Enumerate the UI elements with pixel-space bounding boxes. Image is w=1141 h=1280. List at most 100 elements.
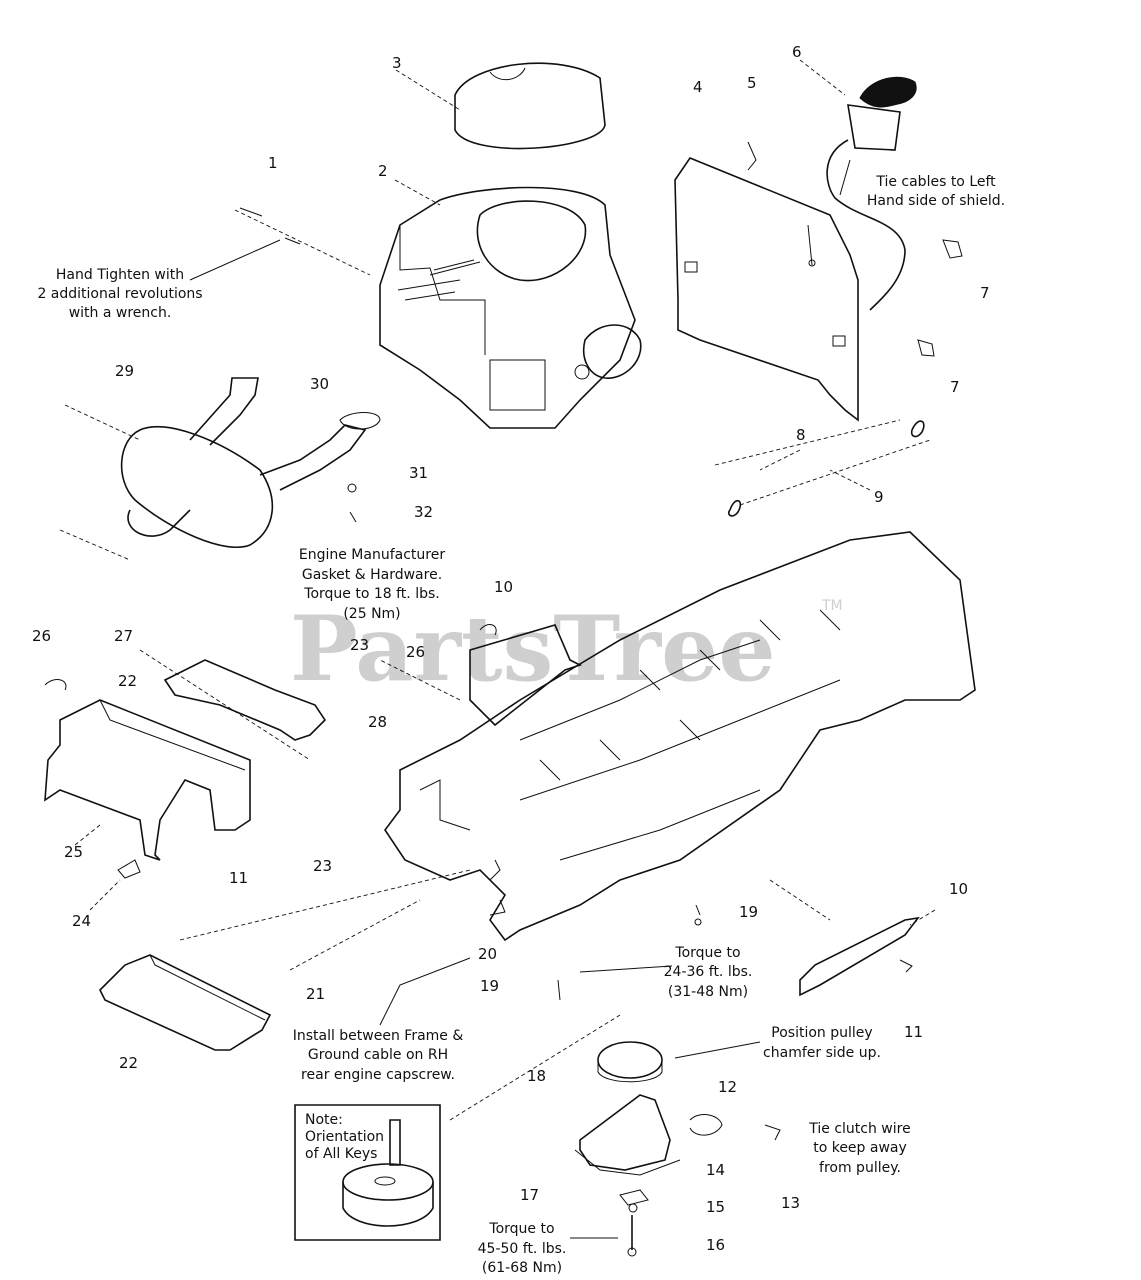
part-clutch <box>574 1094 781 1176</box>
note-install-between-line1: Install between Frame & <box>293 1028 464 1044</box>
callout-7b: 7 <box>950 378 960 396</box>
note-torque-24-36: Torque to 24-36 ft. lbs. (31-48 Nm) <box>664 945 753 1000</box>
note-orientation-keys-line3: of All Keys <box>305 1146 377 1162</box>
note-leaders <box>74 59 936 1239</box>
callout-3: 3 <box>392 54 402 72</box>
watermark-tm: TM <box>821 598 843 614</box>
note-tie-cables: Tie cables to Left Hand side of shield. <box>867 174 1005 209</box>
watermark: PartsTree TM <box>290 596 843 702</box>
note-position-pulley: Position pulley chamfer side up. <box>763 1025 881 1061</box>
note-engine-gasket-line1: Engine Manufacturer <box>299 547 445 563</box>
callout-22a: 22 <box>118 672 137 690</box>
note-torque-24-36-line1: Torque to <box>674 945 740 961</box>
note-torque-45-50-line3: (61-68 Nm) <box>482 1260 562 1276</box>
callout-6: 6 <box>792 43 802 61</box>
note-tie-clutch-line3: from pulley. <box>819 1160 901 1176</box>
callout-23b: 23 <box>313 857 332 875</box>
callout-29: 29 <box>115 362 134 380</box>
callout-26b: 26 <box>406 643 425 661</box>
part-shield <box>674 141 859 422</box>
callout-10b: 10 <box>949 880 968 898</box>
part-screws-7 <box>917 239 963 357</box>
callout-16: 16 <box>706 1236 725 1254</box>
callout-4: 4 <box>693 78 703 96</box>
note-position-pulley-line1: Position pulley <box>771 1025 872 1041</box>
part-throttle-control <box>826 76 917 311</box>
note-orientation-keys-line2: Orientation <box>305 1129 384 1145</box>
note-install-between: Install between Frame & Ground cable on … <box>293 1028 464 1083</box>
callout-13: 13 <box>781 1194 800 1212</box>
callout-12: 12 <box>718 1078 737 1096</box>
note-torque-24-36-line3: (31-48 Nm) <box>668 984 748 1000</box>
callout-24: 24 <box>72 912 91 930</box>
note-tie-clutch-line1: Tie clutch wire <box>808 1121 910 1137</box>
callout-10a: 10 <box>494 578 513 596</box>
callout-7a: 7 <box>980 284 990 302</box>
note-install-between-line2: Ground cable on RH <box>308 1047 448 1063</box>
callout-30: 30 <box>310 375 329 393</box>
callout-25: 25 <box>64 843 83 861</box>
part-engine <box>379 186 642 429</box>
note-tie-cables-line1: Tie cables to Left <box>875 174 996 190</box>
callout-19a: 19 <box>739 903 758 921</box>
part-plate-22 <box>99 954 272 1051</box>
watermark-text: PartsTree <box>290 596 776 702</box>
callout-17: 17 <box>520 1186 539 1204</box>
callout-18: 18 <box>527 1067 546 1085</box>
part-bracket-10-upper <box>469 624 583 727</box>
callout-22b: 22 <box>119 1054 138 1072</box>
callout-11a: 11 <box>229 869 248 887</box>
callout-20: 20 <box>478 945 497 963</box>
part-clip-24 <box>117 859 141 879</box>
callouts: 1 2 3 4 5 6 7 7 8 9 10 10 11 11 12 13 14… <box>32 43 990 1254</box>
note-orientation-keys-line1: Note: <box>305 1112 343 1128</box>
part-washer-bolt <box>619 1189 649 1257</box>
callout-23a: 23 <box>350 636 369 654</box>
callout-19b: 19 <box>480 977 499 995</box>
note-torque-24-36-line2: 24-36 ft. lbs. <box>664 964 753 980</box>
part-bracket-10-lower <box>799 916 920 997</box>
part-air-filter-cover <box>454 62 606 150</box>
callout-14: 14 <box>706 1161 725 1179</box>
callout-9: 9 <box>874 488 884 506</box>
part-pulley <box>597 1041 663 1083</box>
note-orientation-keys: Note: Orientation of All Keys <box>305 1112 384 1162</box>
note-torque-45-50: Torque to 45-50 ft. lbs. (61-68 Nm) <box>478 1221 567 1276</box>
note-engine-gasket-line4: (25 Nm) <box>343 606 400 622</box>
part-cable-ties <box>714 419 931 517</box>
note-hand-tighten-line1: Hand Tighten with <box>56 267 184 283</box>
note-engine-gasket: Engine Manufacturer Gasket & Hardware. T… <box>299 547 445 622</box>
part-gaskets <box>339 412 381 523</box>
callout-27: 27 <box>114 627 133 645</box>
lower-dashed-leaders <box>179 659 831 1121</box>
note-torque-45-50-line2: 45-50 ft. lbs. <box>478 1241 567 1257</box>
callout-11b: 11 <box>904 1023 923 1041</box>
note-engine-gasket-line3: Torque to 18 ft. lbs. <box>303 586 439 602</box>
part-bolt-1 <box>234 207 371 276</box>
callout-5: 5 <box>747 74 757 92</box>
callout-21: 21 <box>306 985 325 1003</box>
note-hand-tighten-line3: with a wrench. <box>69 305 172 321</box>
note-position-pulley-line2: chamfer side up. <box>763 1045 881 1061</box>
part-cover-25 <box>44 679 251 861</box>
callout-2: 2 <box>378 162 388 180</box>
note-hand-tighten-line2: 2 additional revolutions <box>37 286 202 302</box>
note-hand-tighten: Hand Tighten with 2 additional revolutio… <box>37 267 202 321</box>
callout-26a: 26 <box>32 627 51 645</box>
note-engine-gasket-line2: Gasket & Hardware. <box>302 567 442 583</box>
part-frame <box>384 531 976 942</box>
part-bracket-27 <box>139 649 327 761</box>
note-install-between-line3: rear engine capscrew. <box>301 1067 455 1083</box>
note-tie-cables-line2: Hand side of shield. <box>867 193 1005 209</box>
note-tie-clutch: Tie clutch wire to keep away from pulley… <box>808 1121 910 1176</box>
callout-31: 31 <box>409 464 428 482</box>
note-torque-45-50-line1: Torque to <box>488 1221 554 1237</box>
keys-inset-box <box>294 1104 441 1241</box>
callout-28: 28 <box>368 713 387 731</box>
callout-32: 32 <box>414 503 433 521</box>
callout-8: 8 <box>796 426 806 444</box>
callout-15: 15 <box>706 1198 725 1216</box>
callout-1: 1 <box>268 154 278 172</box>
note-tie-clutch-line2: to keep away <box>813 1140 907 1156</box>
